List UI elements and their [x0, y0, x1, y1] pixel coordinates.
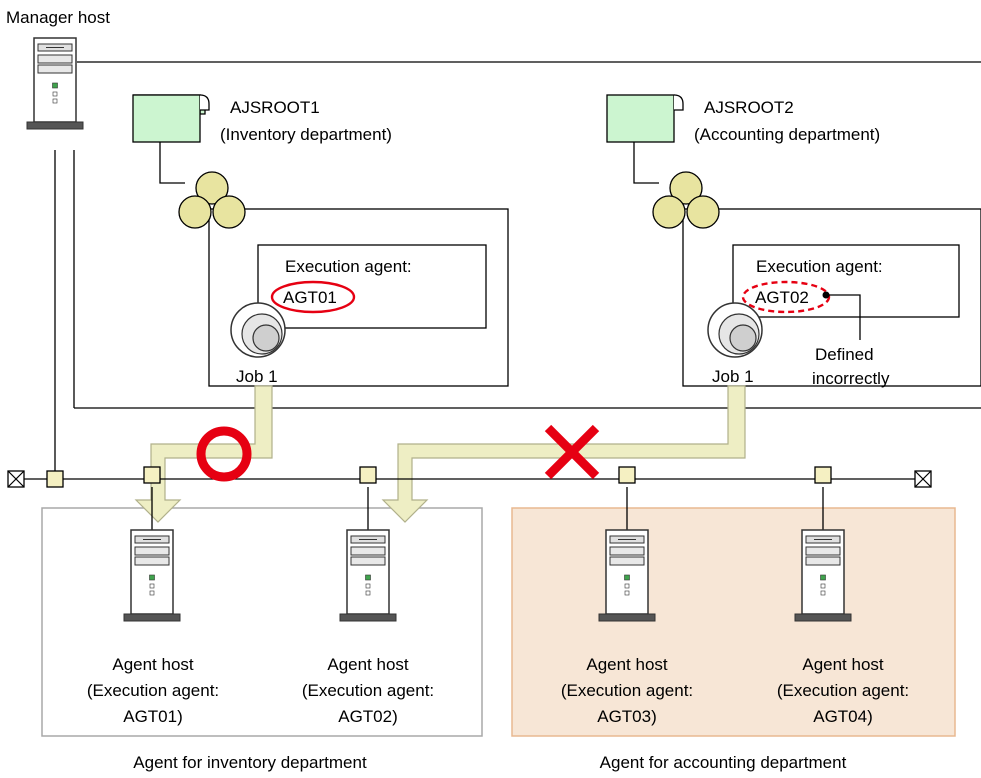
- agent-host-3-line3: AGT03): [597, 707, 657, 726]
- exec-agent-value-2: AGT02: [755, 288, 809, 307]
- network-node-manager: [46, 470, 64, 488]
- agent-host-4-line1: Agent host: [802, 655, 884, 674]
- accounting-agent-group: [511, 507, 956, 737]
- network-terminator-left: [7, 470, 25, 488]
- agent-server-icon-4: [794, 529, 852, 622]
- exec-agent-label-2: Execution agent:: [756, 257, 883, 276]
- agent-host-4-line2: (Execution agent:: [777, 681, 909, 700]
- agent-host-2-line1: Agent host: [327, 655, 409, 674]
- agent-host-labels: Agent host (Execution agent: AGT01) Agen…: [87, 655, 909, 726]
- agent-server-icon-2: [339, 529, 397, 622]
- ok-mark-icon: [196, 426, 252, 482]
- agent-host-3-line1: Agent host: [586, 655, 668, 674]
- agent-host-4-line3: AGT04): [813, 707, 873, 726]
- jobnet-group-icon-2: [652, 171, 720, 229]
- incorrect-agent-highlight: [741, 280, 831, 314]
- network-terminator-right: [914, 470, 932, 488]
- correct-agent-highlight: [270, 280, 356, 314]
- manager-host-server-icon: [26, 37, 84, 130]
- root-jobnet-icon-2: [606, 94, 675, 143]
- inventory-group-caption: Agent for inventory department: [133, 753, 367, 772]
- root-dept-1: (Inventory department): [220, 125, 392, 144]
- job-icon-1: [230, 302, 286, 358]
- root-name-2: AJSROOT2: [704, 98, 794, 117]
- agent-server-icon-3: [598, 529, 656, 622]
- accounting-group-caption: Agent for accounting department: [600, 753, 847, 772]
- agent-host-1-line2: (Execution agent:: [87, 681, 219, 700]
- job-icon-2: [707, 302, 763, 358]
- agent-host-3-line2: (Execution agent:: [561, 681, 693, 700]
- error-note-line1: Defined: [815, 345, 874, 364]
- agent-host-1-line3: AGT01): [123, 707, 183, 726]
- agent-server-icon-1: [123, 529, 181, 622]
- job-label-1: Job 1: [236, 367, 278, 386]
- exec-agent-box-2: [732, 244, 960, 318]
- agent-drops: [143, 466, 832, 530]
- root-ajsroot1: AJSROOT1 (Inventory department) Executio…: [132, 94, 509, 387]
- inventory-agent-group: [41, 507, 483, 737]
- exec-agent-label-1: Execution agent:: [285, 257, 412, 276]
- root-dept-2: (Accounting department): [694, 125, 880, 144]
- jobnet-group-icon-1: [178, 171, 246, 229]
- agent-host-2-line3: AGT02): [338, 707, 398, 726]
- error-note-leader: [826, 294, 861, 340]
- exec-agent-value-1: AGT01: [283, 288, 337, 307]
- agent-host-1-line1: Agent host: [112, 655, 194, 674]
- manager-host-label: Manager host: [6, 8, 110, 27]
- ng-mark-icon: [544, 424, 600, 480]
- root-name-1: AJSROOT1: [230, 98, 320, 117]
- error-note-line2: incorrectly: [812, 369, 890, 388]
- agent-host-2-line2: (Execution agent:: [302, 681, 434, 700]
- root-ajsroot2: AJSROOT2 (Accounting department) Executi…: [606, 94, 981, 388]
- exec-agent-box-1: [257, 244, 487, 329]
- job-label-2: Job 1: [712, 367, 754, 386]
